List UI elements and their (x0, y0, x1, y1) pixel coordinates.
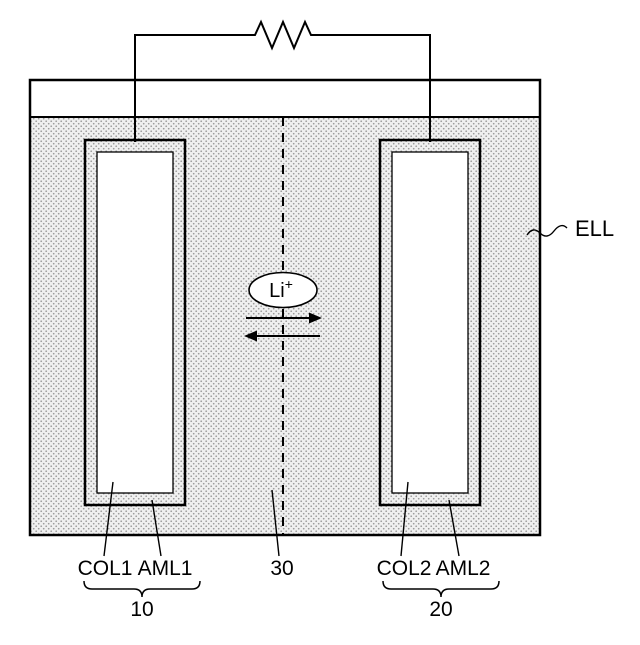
arrow-right-icon (246, 312, 322, 324)
aml1-label: AML1 (138, 557, 193, 580)
ell-leader-line (526, 224, 568, 237)
col1-label: COL1 (78, 557, 133, 580)
col1-leader-line (103, 481, 114, 557)
electrode2-group-label: 20 (429, 598, 452, 621)
electrode2-group-brace (382, 580, 500, 598)
separator-label: 30 (270, 557, 293, 580)
aml2-label: AML2 (436, 557, 491, 580)
aml2-leader-line (448, 499, 460, 557)
electrode1-group-label: 10 (130, 598, 153, 621)
li-ion-ellipse (248, 271, 318, 309)
electrode1-group-brace (83, 580, 201, 598)
external-circuit-resistor-icon (134, 19, 431, 142)
electrode-right-col2-core (391, 151, 469, 494)
aml1-leader-line (151, 499, 162, 557)
col2-label: COL2 (377, 557, 432, 580)
li-ion-label: Li+ (269, 276, 293, 302)
separator-leader-line (271, 489, 280, 557)
ell-label: ELL (575, 216, 614, 241)
col2-leader-line (400, 481, 409, 557)
electrode-left-col1-core (96, 151, 174, 494)
arrow-left-icon (244, 330, 320, 342)
